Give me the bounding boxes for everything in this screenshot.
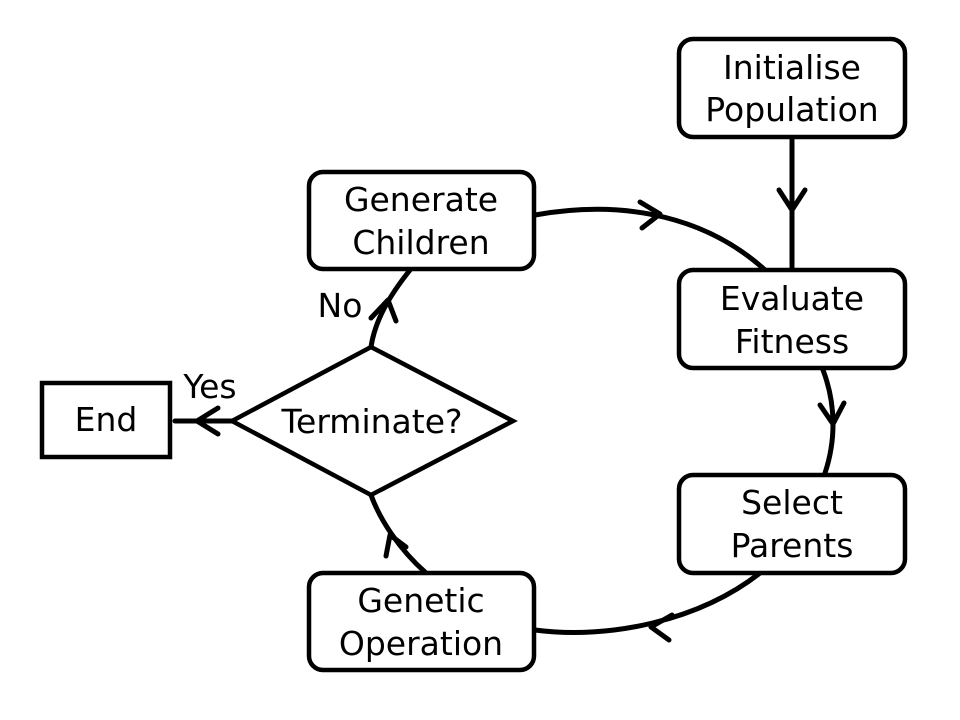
select-label-line1: Select	[741, 483, 843, 522]
initialise-label-line1: Initialise	[723, 48, 861, 87]
generate-label-line2: Children	[352, 223, 489, 262]
node-generate-children: Generate Children	[306, 169, 537, 272]
edge-terminate-to-generate	[368, 267, 413, 350]
end-label: End	[75, 400, 138, 439]
arrowhead-generate-to-evaluate	[637, 199, 663, 231]
evaluate-label-line2: Fitness	[735, 322, 849, 361]
genetic-label-line2: Operation	[339, 624, 503, 663]
arrowhead-terminate-to-end	[194, 405, 221, 437]
node-initialise-population: Initialise Population	[676, 36, 908, 140]
node-genetic-operation: Genetic Operation	[306, 570, 537, 673]
node-end: End	[39, 380, 173, 460]
evaluate-label-line1: Evaluate	[720, 279, 864, 318]
arrowhead-select-to-genetic	[648, 612, 675, 643]
arrowhead-evaluate-to-select	[817, 400, 847, 427]
terminate-label: Terminate?	[280, 402, 462, 441]
no-label: No	[318, 286, 363, 325]
edge-generate-to-evaluate	[532, 206, 768, 273]
arrowhead-terminate-to-generate	[368, 297, 399, 324]
generate-label-line1: Generate	[344, 180, 498, 219]
node-select-parents: Select Parents	[676, 472, 908, 576]
edge-select-to-genetic	[532, 570, 763, 635]
edge-genetic-to-terminate	[368, 492, 428, 575]
genetic-label-line1: Genetic	[357, 581, 484, 620]
node-evaluate-fitness: Evaluate Fitness	[676, 267, 908, 371]
arrowhead-initialise-to-evaluate	[776, 187, 808, 213]
select-label-line2: Parents	[731, 526, 854, 565]
initialise-label-line2: Population	[705, 90, 878, 129]
yes-label: Yes	[182, 367, 236, 406]
arrowhead-genetic-to-terminate	[383, 532, 409, 559]
node-terminate-decision: Terminate?	[227, 344, 518, 498]
